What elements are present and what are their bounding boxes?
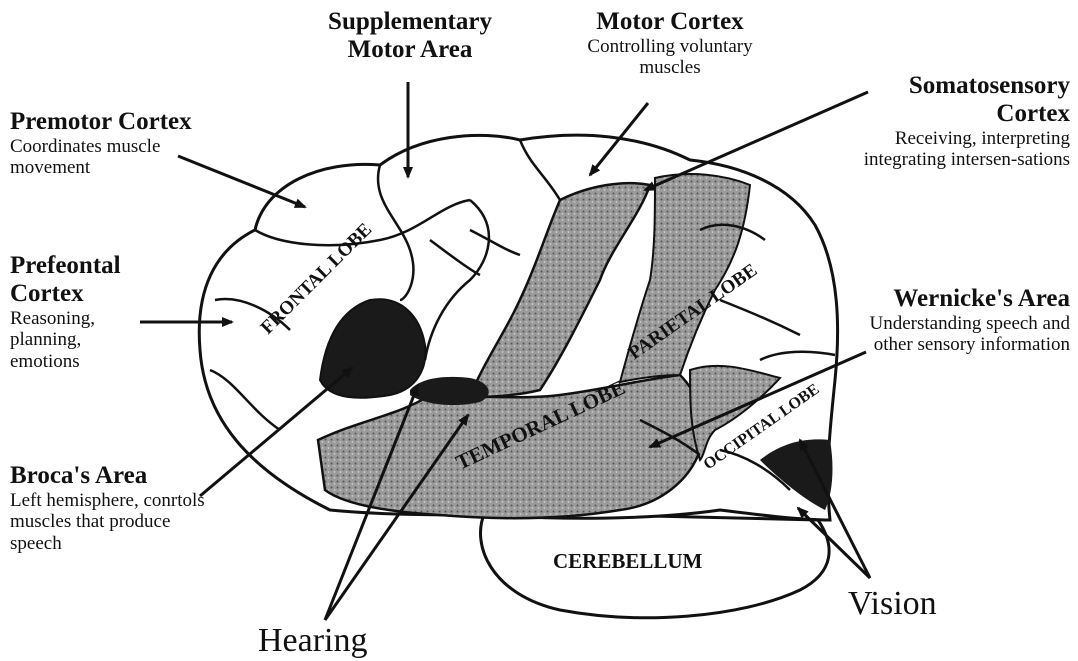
prefrontal-title: Prefeontal Cortex xyxy=(10,252,160,308)
somatosensory-label: Somatosensory Cortex Receiving, interpre… xyxy=(830,72,1070,171)
motor-cortex-label: Motor Cortex Controlling voluntary muscl… xyxy=(585,8,755,79)
motor-cortex-title: Motor Cortex xyxy=(585,8,755,36)
prefrontal-desc: Reasoning, planning, emotions xyxy=(10,308,120,372)
premotor-label: Premotor Cortex Coordinates muscle movem… xyxy=(10,108,240,179)
hearing-label: Hearing xyxy=(258,622,368,660)
broca-label: Broca's Area Left hemisphere, conrtols m… xyxy=(10,462,210,554)
wernicke-label: Wernicke's Area Understanding speech and… xyxy=(838,285,1070,356)
wernicke-desc: Understanding speech and other sensory i… xyxy=(838,313,1070,356)
broca-title: Broca's Area xyxy=(10,462,210,490)
vision-label: Vision xyxy=(848,585,937,623)
supplementary-motor-label: Supplementary Motor Area xyxy=(315,8,505,64)
broca-desc: Left hemisphere, conrtols muscles that p… xyxy=(10,490,210,554)
cerebellum-label: CEREBELLUM xyxy=(553,549,703,573)
supplementary-motor-title: Supplementary Motor Area xyxy=(315,8,505,64)
somatosensory-title: Somatosensory Cortex xyxy=(830,72,1070,128)
somatosensory-desc: Receiving, interpreting integrating inte… xyxy=(830,128,1070,171)
prefrontal-label: Prefeontal Cortex Reasoning, planning, e… xyxy=(10,252,160,372)
wernicke-title: Wernicke's Area xyxy=(838,285,1070,313)
motor-cortex-desc: Controlling voluntary muscles xyxy=(585,36,755,79)
premotor-title: Premotor Cortex xyxy=(10,108,240,136)
premotor-desc: Coordinates muscle movement xyxy=(10,136,180,179)
